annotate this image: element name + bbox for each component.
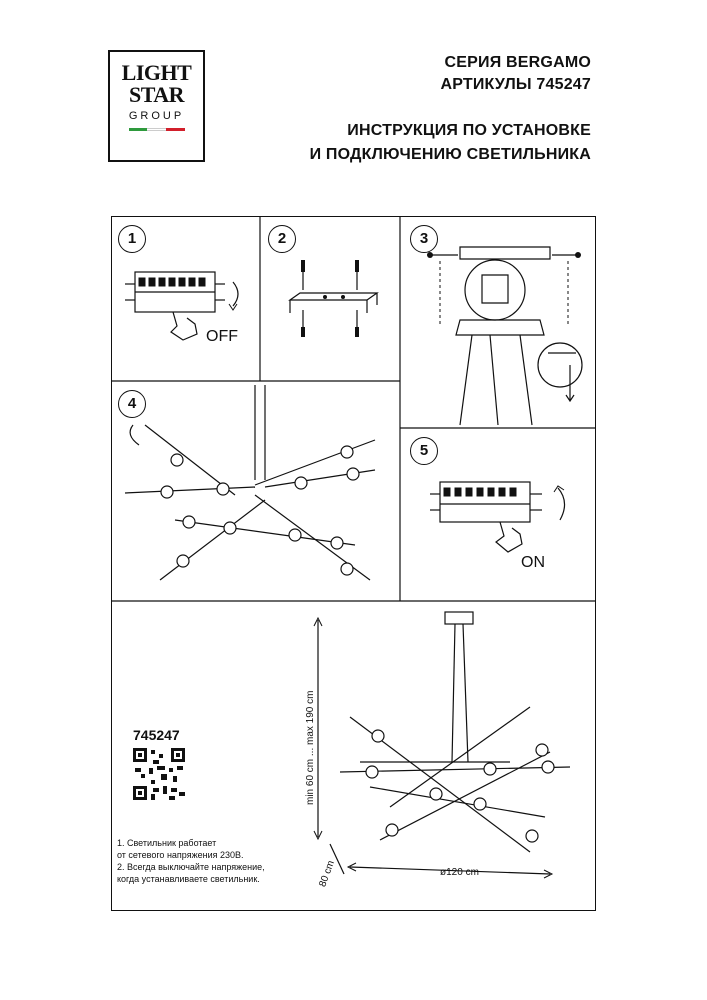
logo-line-3: GROUP <box>128 110 185 122</box>
logo-line-1: LIGHT <box>121 60 192 85</box>
italian-flag-icon <box>128 128 185 131</box>
instruction-panel-frame <box>111 216 596 911</box>
instruction-title-line-1: ИНСТРУКЦИЯ ПО УСТАНОВКЕ <box>347 122 591 139</box>
article-number: АРТИКУЛЫ 745247 <box>440 76 591 93</box>
step-5-number: 5 <box>410 437 438 465</box>
note-line-4: когда устанавливаете светильник. <box>117 874 260 884</box>
qr-code-icon <box>133 748 185 800</box>
note-line-1: 1. Светильник работает <box>117 838 217 848</box>
note-line-2: от сетевого напряжения 230В. <box>117 850 244 860</box>
step-3-number: 3 <box>410 225 438 253</box>
step-4-assembly-illustration <box>124 385 376 581</box>
step-4-number: 4 <box>118 390 146 418</box>
brand-logo: LIGHT STAR GROUP <box>108 50 205 162</box>
off-label: OFF <box>206 328 238 345</box>
step-2-bracket-illustration <box>288 260 379 337</box>
instruction-title-line-2: И ПОДКЛЮЧЕНИЮ СВЕТИЛЬНИКА <box>309 146 591 163</box>
step-2-number: 2 <box>268 225 296 253</box>
step-1-terminal-illustration <box>125 271 239 341</box>
product-dimension-drawing <box>313 611 571 879</box>
series-title: СЕРИЯ BERGAMO <box>444 54 591 71</box>
height-dimension-label: min 60 cm ... max 190 cm <box>305 690 316 805</box>
product-code: 745247 <box>133 727 180 743</box>
notes-block: 1. Светильник работает от сетевого напря… <box>117 837 265 885</box>
diameter-dimension-label: ø120 cm <box>440 867 479 878</box>
step-3-mount-illustration <box>427 246 583 426</box>
step-5-terminal-illustration <box>430 481 566 553</box>
note-line-3: 2. Всегда выключайте напряжение, <box>117 862 265 872</box>
logo-line-2: STAR <box>128 82 185 107</box>
step-1-number: 1 <box>118 225 146 253</box>
on-label: ON <box>521 554 545 571</box>
